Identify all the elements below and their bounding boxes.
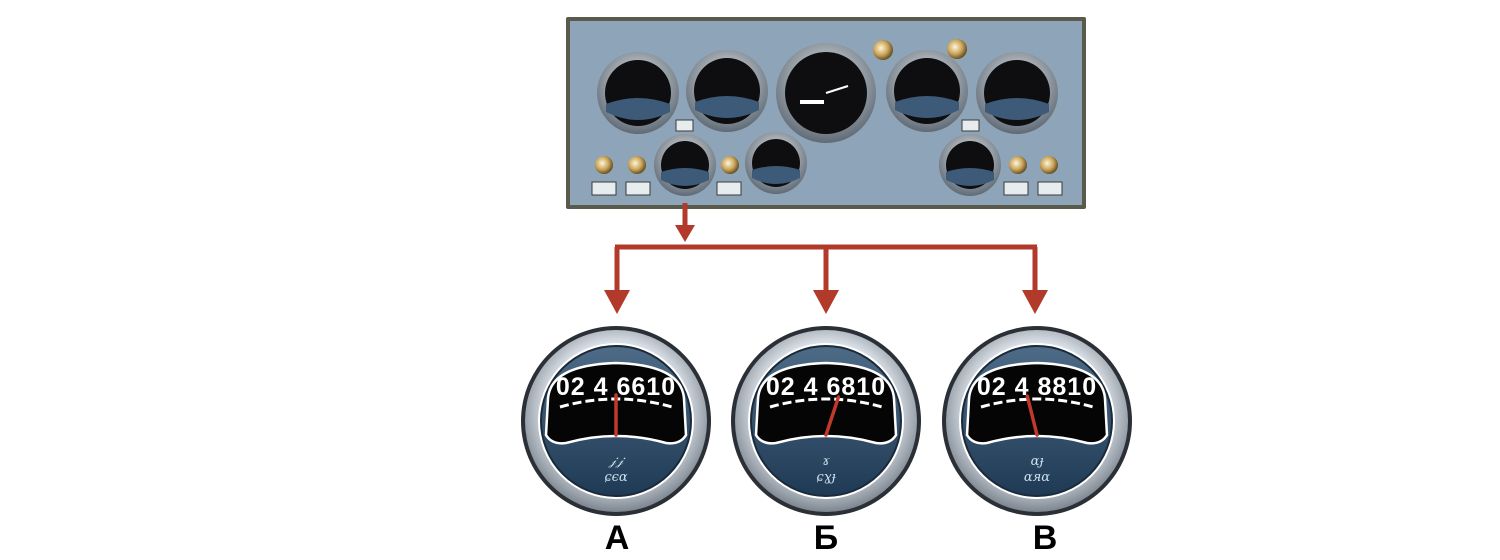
gauge-dial-window [754, 361, 898, 445]
panel-gauge [686, 50, 768, 132]
panel-knob [1040, 156, 1058, 174]
panel-knob [595, 156, 613, 174]
panel-switch [591, 181, 617, 196]
gauge-needle [824, 395, 841, 437]
gauge-dial-window [965, 361, 1109, 445]
panel-switch [1037, 181, 1063, 196]
panel-knob [873, 40, 893, 60]
option-label-c: В [1032, 519, 1058, 557]
gauge-signature-line-2: ɑяɑ [1024, 470, 1050, 485]
gauge-signature-line-1: ɤ [822, 454, 830, 469]
gauge-needle [1025, 394, 1039, 437]
gauge-signature-line-1: 𝒿𝒿 [608, 454, 626, 469]
panel-knob [628, 156, 646, 174]
red-arrow-heads [604, 225, 1048, 314]
panel-knob [721, 156, 739, 174]
panel-gauge-selected [654, 134, 716, 196]
option-label-b: Б [813, 519, 839, 557]
gauge-signature-line-2: ɕɣɟ [816, 470, 836, 485]
panel-switch [675, 119, 694, 132]
panel-knob [947, 39, 967, 59]
gauge-scale: 02 4 8810 [977, 373, 1097, 401]
panel-switch [1003, 181, 1029, 196]
dashboard-panel [566, 17, 1086, 209]
panel-knob [1009, 156, 1027, 174]
gauge-signature-line-2: ɕєɑ [604, 470, 628, 485]
panel-gauge [886, 50, 968, 132]
gauge-dash-arc [980, 397, 1094, 409]
gauge-dash-arc [769, 397, 883, 409]
option-label-a: А [604, 519, 630, 557]
arrow-connector [614, 203, 1038, 293]
panel-switch [625, 181, 651, 196]
panel-gauge [939, 134, 1001, 196]
panel-speedometer [776, 43, 876, 143]
panel-gauge [976, 52, 1058, 134]
gauge-signature-line-1: ɑɟ [1031, 454, 1045, 469]
gauge-scale: 02 4 6810 [766, 373, 886, 401]
panel-gauge [597, 52, 679, 134]
panel-switch [716, 181, 742, 196]
panel-gauge [745, 132, 807, 194]
panel-switch [961, 119, 980, 132]
